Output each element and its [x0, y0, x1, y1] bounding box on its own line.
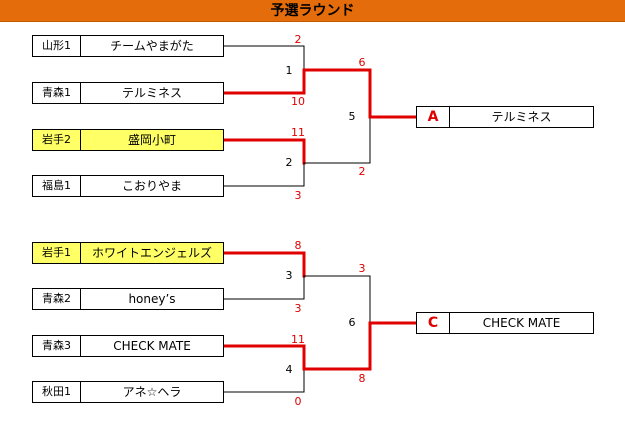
final-slot-team-name: CHECK MATE — [482, 316, 561, 330]
bracket-line-m5-bottom — [303, 116, 371, 164]
bracket-line-m5-top — [302, 68, 372, 119]
score-m1-bottom: 10 — [291, 95, 305, 108]
team-prefecture: 福島1 — [33, 176, 81, 196]
team-box-yamagata1: 山形1 チームやまがた — [32, 35, 224, 57]
final-slot-a: A テルミネス — [416, 106, 594, 128]
match-number-3: 3 — [285, 269, 293, 282]
team-box-akita1: 秋田1 アネ☆ヘラ — [32, 381, 224, 403]
match-number-2: 2 — [285, 156, 293, 169]
bracket-line-m4-bottom — [223, 368, 305, 393]
final-slot-letter: C — [417, 313, 450, 333]
team-name: 盛岡小町 — [127, 133, 176, 147]
team-prefecture: 青森3 — [33, 336, 81, 356]
score-m2-top: 11 — [291, 126, 305, 139]
team-box-fukushima1: 福島1 こおりやま — [32, 175, 224, 197]
final-slot-letter: A — [417, 107, 450, 127]
team-prefecture: 岩手1 — [33, 243, 81, 263]
match-number-4: 4 — [285, 363, 293, 376]
final-slot-c: C CHECK MATE — [416, 312, 594, 334]
team-prefecture: 秋田1 — [33, 382, 81, 402]
score-m6-top: 3 — [358, 262, 366, 275]
bracket-line-m1-top — [223, 45, 305, 71]
match-number-5: 5 — [348, 110, 356, 123]
team-name: CHECK MATE — [113, 339, 191, 353]
team-box-aomori2: 青森2 honey’s — [32, 288, 224, 310]
bracket-line-m4-top — [222, 344, 306, 371]
bracket-line-m1-bottom — [222, 68, 306, 95]
bracket-line-m2-bottom — [223, 162, 305, 187]
final-slot-team-name: テルミネス — [491, 110, 552, 124]
score-m5-top: 6 — [358, 56, 366, 69]
score-m4-top: 11 — [291, 333, 305, 346]
team-name: チームやまがた — [110, 39, 194, 53]
match-number-1: 1 — [285, 64, 293, 77]
team-prefecture: 青森1 — [33, 83, 81, 103]
team-box-aomori1: 青森1 テルミネス — [32, 82, 224, 104]
team-name: アネ☆ヘラ — [122, 385, 182, 399]
score-m2-bottom: 3 — [294, 189, 302, 202]
team-box-iwate1: 岩手1 ホワイトエンジェルズ — [32, 242, 224, 264]
bracket-line-m3-bottom — [223, 275, 305, 300]
page-title: 予選ラウンド — [270, 3, 355, 19]
bracket-line-m2-top — [222, 138, 306, 165]
team-box-iwate2: 岩手2 盛岡小町 — [32, 129, 224, 151]
score-m6-bottom: 8 — [358, 372, 366, 385]
score-m5-bottom: 2 — [358, 165, 366, 178]
team-name: こおりやま — [121, 179, 182, 193]
team-name: テルミネス — [121, 86, 182, 100]
bracket-line-m3-top — [222, 251, 306, 278]
title-bar: 予選ラウンド — [0, 0, 625, 22]
team-box-aomori3: 青森3 CHECK MATE — [32, 335, 224, 357]
team-prefecture: 青森2 — [33, 289, 81, 309]
team-name: honey’s — [128, 292, 176, 306]
bracket-line-m6-top — [303, 275, 371, 324]
score-m3-bottom: 3 — [294, 302, 302, 315]
bracket-line-m6-bottom — [302, 321, 372, 371]
score-m1-top: 2 — [294, 33, 302, 46]
match-number-6: 6 — [348, 316, 356, 329]
team-prefecture: 山形1 — [33, 36, 81, 56]
team-prefecture: 岩手2 — [33, 130, 81, 150]
score-m4-bottom: 0 — [294, 395, 302, 408]
score-m3-top: 8 — [294, 239, 302, 252]
team-name: ホワイトエンジェルズ — [91, 246, 212, 260]
